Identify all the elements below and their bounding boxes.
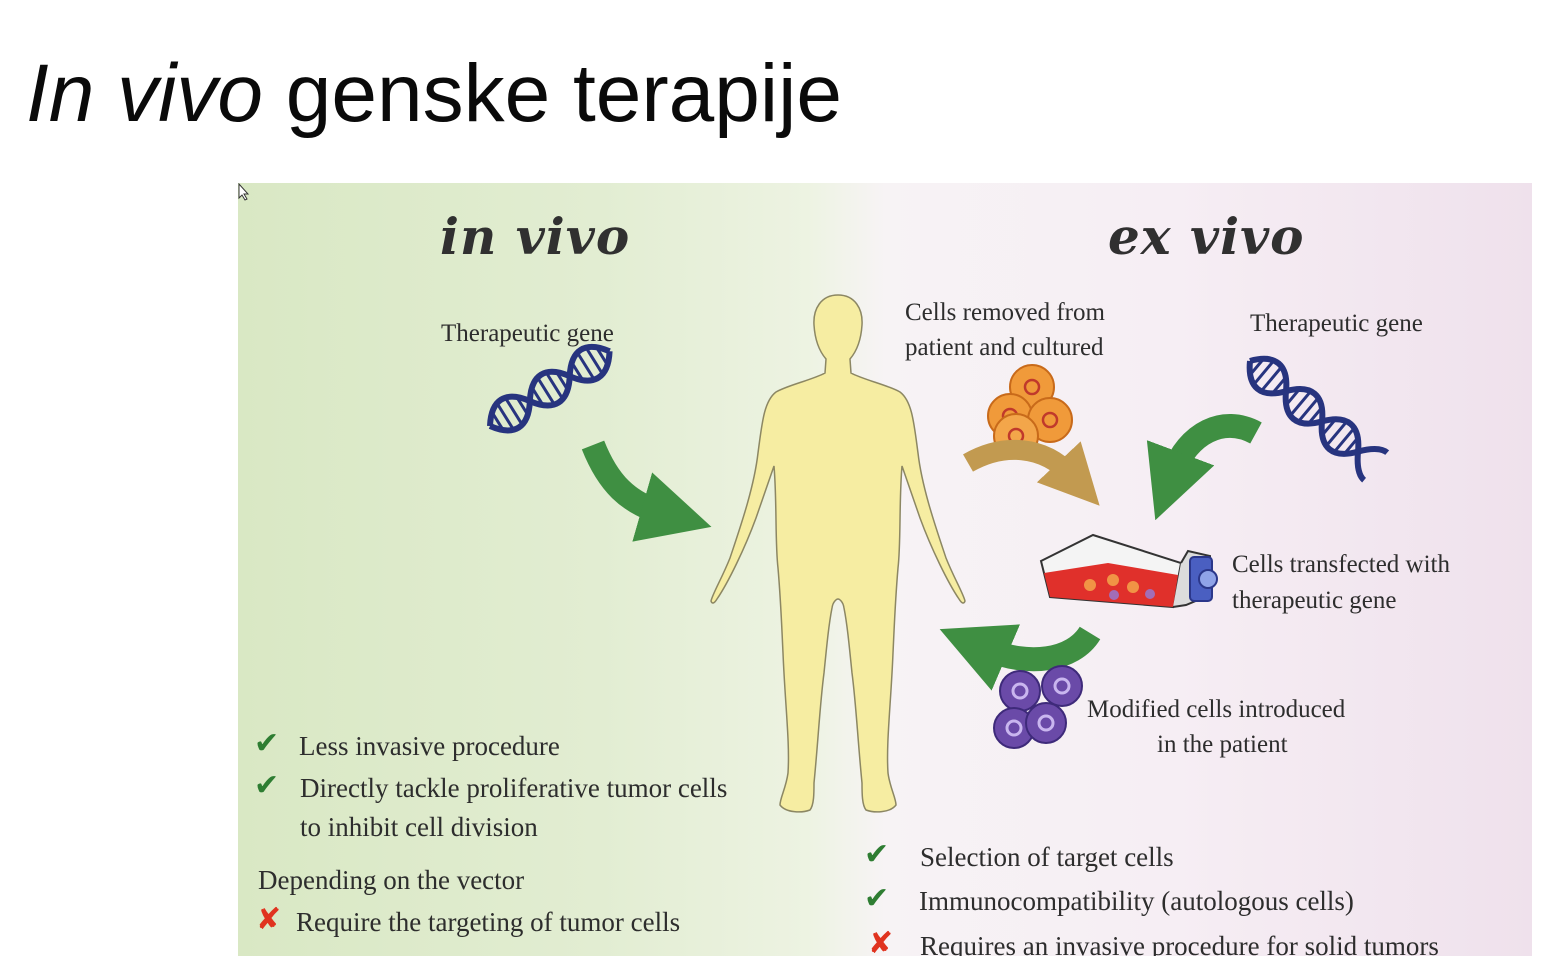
- ex-vivo-pro-2: Immunocompatibility (autologous cells): [919, 886, 1354, 916]
- slide-title-rest: genske terapije: [263, 48, 842, 139]
- in-vivo-pro-2-continued: to inhibit cell division: [300, 812, 538, 842]
- modified-cells-icon: [993, 665, 1083, 749]
- in-vivo-con-1: Require the targeting of tumor cells: [296, 907, 681, 937]
- cross-icon: ✘: [868, 926, 894, 956]
- curved-arrow-icon: [963, 439, 1100, 506]
- transfected-label-line-1: Cells transfected with: [1232, 551, 1450, 578]
- ex-vivo-con-1: Requires an invasive procedure for solid…: [920, 931, 1439, 956]
- curved-arrow-icon: [939, 624, 1101, 691]
- mouse-cursor-icon: [238, 183, 250, 201]
- in-vivo-vector-note: Depending on the vector: [258, 865, 525, 895]
- modified-label-line-1: Modified cells introduced: [1087, 696, 1346, 723]
- in-vivo-pro-2: Directly tackle proliferative tumor cell…: [300, 773, 728, 803]
- in-vivo-heading: in vivo: [440, 207, 631, 266]
- dna-helix-icon: [1246, 355, 1390, 483]
- in-vivo-pro-1: Less invasive procedure: [299, 731, 560, 761]
- slide-title-italic: In vivo: [26, 48, 263, 139]
- check-icon: ✔: [864, 837, 890, 872]
- curved-arrow-icon: [581, 440, 712, 542]
- cells-removed-label-line-2: patient and cultured: [905, 334, 1104, 361]
- ex-vivo-heading: ex vivo: [1108, 207, 1305, 266]
- gene-therapy-figure: in vivo ex vivo Therapeutic gene Cells r…: [238, 183, 1532, 956]
- transfected-label-line-2: therapeutic gene: [1232, 587, 1397, 614]
- figure-graphics: [487, 294, 1390, 813]
- slide-title: In vivo genske terapije: [26, 44, 842, 144]
- right-gene-label: Therapeutic gene: [1250, 310, 1423, 337]
- dna-helix-icon: [487, 344, 613, 434]
- curved-arrow-icon: [1146, 414, 1262, 521]
- cultured-cells-icon: [987, 364, 1073, 459]
- human-silhouette-icon: [710, 294, 966, 813]
- modified-label-line-2: in the patient: [1157, 731, 1288, 758]
- cells-removed-label-line-1: Cells removed from: [905, 299, 1105, 326]
- cross-icon: ✘: [256, 902, 282, 937]
- check-icon: ✔: [864, 881, 890, 916]
- check-icon: ✔: [254, 726, 280, 761]
- ex-vivo-pro-1: Selection of target cells: [920, 842, 1174, 872]
- culture-flask-icon: [1039, 533, 1218, 609]
- left-gene-label: Therapeutic gene: [441, 320, 614, 347]
- check-icon: ✔: [254, 768, 280, 803]
